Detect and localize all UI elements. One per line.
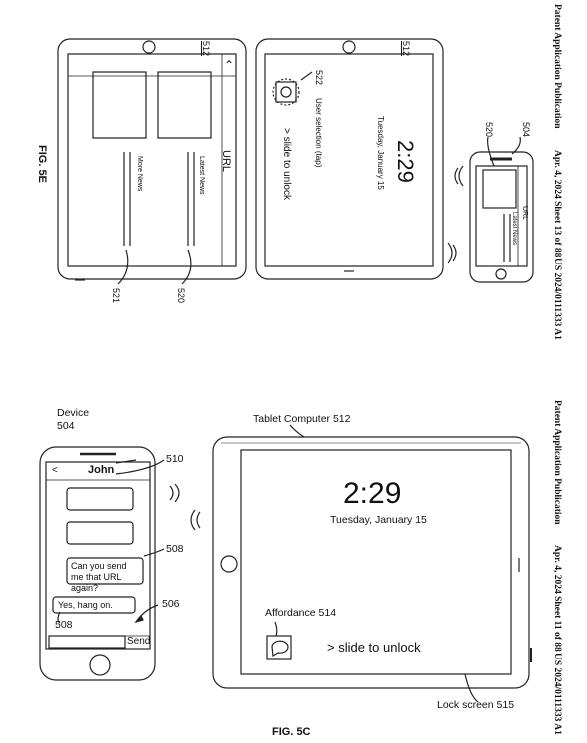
tablet-date: Tuesday, January 15 — [330, 514, 427, 526]
left-tablet-url: URL — [220, 150, 232, 173]
news-thumb-1 — [92, 71, 147, 139]
device-ref: 504 — [57, 420, 75, 432]
phone-top-screen — [475, 165, 528, 267]
callout-520: 520 — [176, 288, 186, 304]
send-button[interactable]: Send — [127, 636, 151, 647]
mid-tablet-slide: > slide to unlock — [281, 128, 292, 200]
message-bubble-2 — [52, 596, 136, 614]
mid-tablet-camera — [342, 40, 356, 54]
top-header-number: US 2024/0111333 A1 — [552, 258, 562, 340]
phone-top-latest-news: Latest News — [511, 212, 517, 246]
slide-to-unlock[interactable]: > slide to unlock — [327, 640, 421, 655]
news-thumb-2 — [157, 71, 212, 139]
mid-tablet-time: 2:29 — [393, 140, 418, 183]
affordance-label: Affordance 514 — [265, 607, 337, 619]
lock-screen-label: Lock screen 515 — [437, 699, 515, 711]
left-more-news: More News — [136, 156, 143, 192]
tablet-time: 2:29 — [343, 477, 402, 510]
top-header-publication: Patent Application Publication — [552, 4, 562, 129]
message-bubble-1 — [66, 557, 144, 585]
mid-tablet-body — [255, 38, 444, 280]
phone-top-ref-504: 504 — [521, 122, 531, 138]
phone-top-ref-520: 520 — [484, 122, 494, 138]
fig-5c-label: FIG. 5C — [272, 726, 311, 738]
tablet-label: Tablet Computer 512 — [253, 413, 351, 425]
fig-5e-label: FIG. 5E — [36, 145, 48, 183]
phone-screen — [45, 461, 151, 650]
left-tablet-ref: 512 — [201, 41, 211, 57]
left-tablet-screen — [67, 53, 237, 267]
compose-field — [48, 635, 126, 649]
mid-tablet-screen — [264, 53, 434, 267]
callout-510: 510 — [166, 453, 184, 465]
bottom-header-publication: Patent Application Publication — [552, 400, 562, 525]
callout-508b: 508 — [55, 619, 73, 631]
user-selection-label: User selection (tap) — [314, 98, 323, 168]
back-chevron[interactable]: < — [52, 465, 58, 476]
phone-home-button — [89, 654, 111, 676]
phone-top-body — [469, 151, 534, 283]
mid-tablet-date: Tuesday, January 15 — [376, 116, 385, 190]
affordance-icon-top — [275, 81, 297, 103]
top-header-date-sheet: Apr. 4, 2024 Sheet 13 of 88 — [552, 150, 562, 258]
left-tablet-camera — [142, 40, 156, 54]
tablet-screen — [240, 449, 512, 675]
affordance-icon — [266, 635, 292, 660]
callout-521: 521 — [111, 288, 121, 304]
contact-name: John — [88, 464, 115, 476]
mid-tablet-ref: 512 — [401, 41, 411, 57]
left-tablet-body — [57, 38, 247, 280]
message-1-text: Can you send me that URL again? — [71, 561, 127, 593]
message-2-text: Yes, hang on. — [58, 600, 113, 610]
tablet-home-button — [220, 555, 238, 573]
bottom-header-number: US 2024/0111333 A1 — [552, 653, 562, 735]
device-label: Device — [57, 407, 90, 419]
tablet-body — [212, 436, 530, 689]
callout-508a: 508 — [166, 543, 184, 555]
callout-522: 522 — [314, 70, 324, 86]
phone-top-url: URL — [521, 206, 528, 221]
bottom-header-date-sheet: Apr. 4, 2024 Sheet 11 of 88 — [552, 545, 562, 652]
left-latest-news: Latest News — [198, 156, 205, 195]
left-tablet-chevron: ⌃ — [224, 58, 235, 72]
phone-body — [39, 446, 156, 681]
callout-506: 506 — [162, 598, 180, 610]
